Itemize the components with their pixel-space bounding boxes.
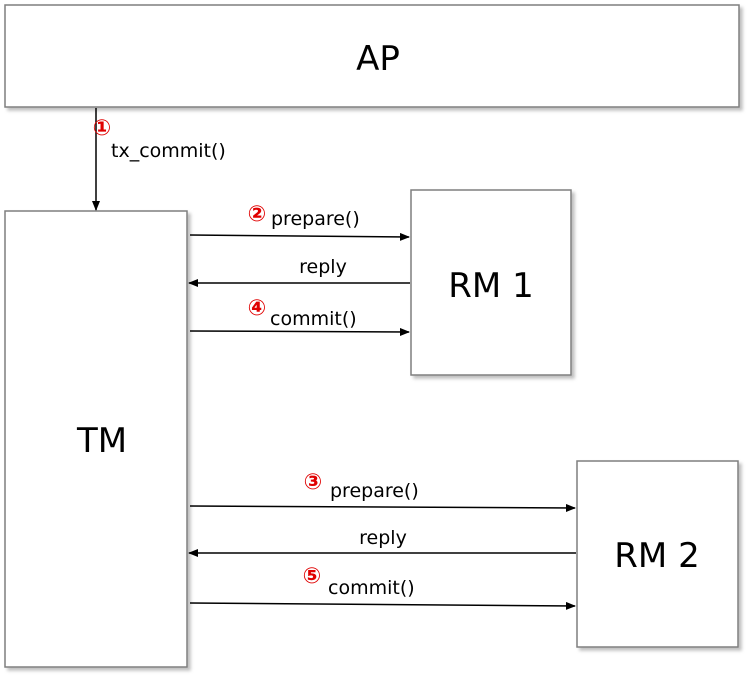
rm2-prepare-message: ③ prepare() bbox=[189, 470, 576, 512]
rm2-commit-message: ⑤ commit() bbox=[189, 564, 576, 610]
tm-box bbox=[4, 210, 188, 668]
rm2-reply-label: reply bbox=[359, 527, 407, 549]
tx-commit-message: ① tx_commit() bbox=[92, 108, 226, 211]
tx-commit-label: tx_commit() bbox=[111, 140, 226, 162]
tx-commit-step: ① bbox=[93, 116, 112, 141]
tm-label: TM bbox=[76, 421, 127, 461]
ap-label: AP bbox=[356, 39, 400, 79]
rm2-label: RM 2 bbox=[614, 536, 699, 576]
rm1-box bbox=[410, 189, 572, 376]
ap-box bbox=[4, 4, 740, 108]
rm2-reply-message: reply bbox=[188, 527, 576, 557]
rm1-reply-message: reply bbox=[188, 256, 410, 287]
rm2-commit-arrow bbox=[189, 601, 576, 610]
rm2-prepare-arrow bbox=[189, 503, 576, 512]
rm1-commit-step: ④ bbox=[248, 296, 267, 321]
rm1-label: RM 1 bbox=[448, 266, 533, 306]
rm2-node: RM 2 bbox=[576, 460, 739, 648]
rm1-commit-message: ④ commit() bbox=[189, 296, 410, 336]
rm1-commit-arrow bbox=[189, 327, 410, 336]
rm1-node: RM 1 bbox=[410, 189, 572, 376]
ap-node: AP bbox=[4, 4, 740, 108]
rm2-prepare-label: prepare() bbox=[330, 480, 419, 502]
rm2-commit-step: ⑤ bbox=[303, 564, 322, 589]
rm1-prepare-arrow bbox=[189, 232, 410, 241]
rm2-prepare-step: ③ bbox=[304, 470, 323, 495]
rm2-commit-label: commit() bbox=[328, 577, 415, 599]
rm1-commit-label: commit() bbox=[270, 308, 357, 330]
rm1-reply-label: reply bbox=[299, 256, 347, 278]
rm2-box bbox=[576, 460, 739, 648]
rm1-prepare-step: ② bbox=[248, 202, 267, 227]
rm1-prepare-message: ② prepare() bbox=[189, 202, 410, 241]
rm1-prepare-label: prepare() bbox=[271, 208, 360, 230]
tm-node: TM bbox=[4, 210, 188, 668]
